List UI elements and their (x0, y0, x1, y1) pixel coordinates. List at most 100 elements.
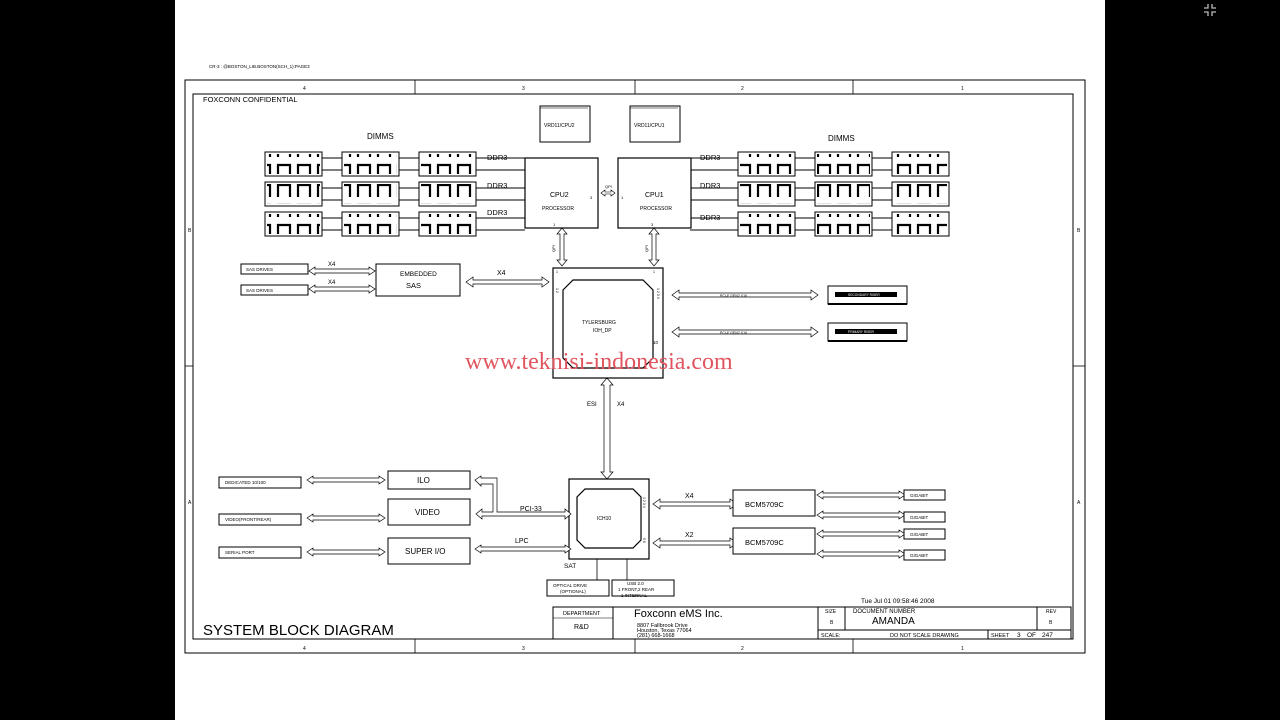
svg-text:VRD11/CPU1: VRD11/CPU1 (634, 123, 665, 129)
svg-text:SUPER I/O: SUPER I/O (405, 547, 445, 556)
ich-name: ICH10 (597, 516, 611, 522)
svg-text:1 FRONT,2 REAR: 1 FRONT,2 REAR (618, 587, 655, 592)
svg-text:BCM5709C: BCM5709C (745, 500, 784, 509)
dimm-slots-icon (817, 154, 870, 174)
ddr3-label-left-1: DDR3 (487, 153, 507, 162)
svg-text:SAS: SAS (406, 281, 421, 290)
vrd-cpu2-box: VRD11/CPU2 (539, 105, 591, 143)
zone-col-1-bottom: 1 (961, 646, 964, 652)
svg-text:PCI-E GEN2 X16: PCI-E GEN2 X16 (720, 331, 747, 335)
svg-text:PRIMARY RISER: PRIMARY RISER (848, 330, 875, 334)
ich10-chip: ICH10 1 2 3 4 5 6 (568, 478, 650, 560)
lpc-bus-arrow: LPC (474, 538, 572, 554)
dimm-slots-icon (267, 184, 320, 204)
zone-row-b-right: B (1077, 228, 1081, 234)
svg-text:GIGABIT: GIGABIT (910, 515, 929, 520)
zone-col-3-bottom: 3 (522, 646, 525, 652)
svg-text:DEDICATED 10/100: DEDICATED 10/100 (225, 480, 266, 485)
schematic-sheet: CR-3 : @BOSTON_LIB.BOSTON(SCH_1):PAGE3 4… (175, 0, 1105, 720)
embedded-sas-box: EMBEDDED SAS (375, 263, 461, 297)
print-date: Tue Jul 01 09:58:46 2008 (861, 598, 935, 605)
ddr3-label-right-1: DDR3 (700, 153, 720, 162)
svg-text:VIDEO: VIDEO (415, 508, 440, 517)
nic2-link-arrow: X2 (652, 532, 738, 549)
sheet-value: 3 (1017, 632, 1021, 639)
path-note: CR-3 : @BOSTON_LIB.BOSTON(SCH_1):PAGE3 (209, 64, 310, 69)
sas-link-arrow-2: X4 (308, 280, 376, 294)
svg-text:PCI-E GEN2 X16: PCI-E GEN2 X16 (720, 294, 747, 298)
svg-text:5 6: 5 6 (642, 538, 646, 543)
dimm-slots-icon (817, 184, 870, 204)
svg-text:BCM5709C: BCM5709C (745, 538, 784, 547)
svg-text:1: 1 (621, 195, 624, 200)
svg-text:OPTICAL DRIVE: OPTICAL DRIVE (553, 583, 587, 588)
title-block: DEPARTMENT R&D Foxconn eMS Inc. 8807 Fal… (552, 606, 1072, 640)
cpu2-sub: PROCESSOR (542, 206, 574, 212)
pcie-arrow-primary: PCI-E GEN2 X16 (671, 326, 819, 338)
sas-ioh-link-arrow: X4 (465, 270, 550, 288)
sas-drives-box-1: SAS DRIVES (240, 263, 309, 275)
pcie-arrow-secondary: PCI-E GEN2 X16 (671, 289, 819, 301)
zone-col-4: 4 (303, 86, 306, 92)
svg-text:USB 2.0: USB 2.0 (627, 581, 644, 586)
dimm-slots-icon (344, 184, 397, 204)
gigabit-port-4: GIGABIT (903, 549, 946, 561)
svg-text:ILO: ILO (417, 476, 430, 485)
dimm-slots-icon (267, 154, 320, 174)
gigabit-arrow-3 (816, 529, 906, 539)
svg-text:SERIAL PORT: SERIAL PORT (225, 550, 255, 555)
sheet-total: 247 (1042, 632, 1053, 639)
dimm-slots-icon (740, 184, 793, 204)
svg-text:3: 3 (651, 222, 654, 227)
svg-text:X4: X4 (617, 402, 625, 408)
cpu1-box: CPU1 PROCESSOR 1 3 (617, 157, 692, 229)
sat-label: SAT (564, 563, 576, 570)
dimm-row-2 (690, 181, 950, 207)
video-port-arrow (306, 513, 386, 523)
ddr3-label-right-3: DDR3 (700, 213, 720, 222)
dimm-slots-icon (421, 154, 474, 174)
svg-text:10: 10 (653, 340, 659, 345)
dimm-slots-icon (421, 214, 474, 234)
dimm-slots-icon (344, 214, 397, 234)
svg-text:1: 1 (553, 222, 556, 227)
rev-label: REV (1046, 609, 1057, 615)
cpu2-box: CPU2 PROCESSOR 3 1 (524, 157, 599, 229)
rev-value: B (1049, 620, 1053, 626)
optical-drive-box: OPTICAL DRIVE (OPTIONAL) (546, 579, 610, 597)
ioh-name: TYLERSBURG (582, 320, 616, 326)
collapse-fullscreen-icon[interactable] (1203, 3, 1217, 17)
svg-text:1 2 3 4: 1 2 3 4 (642, 497, 646, 508)
cpu1-ioh-qpi-arrow: QPI (644, 227, 660, 267)
svg-text:GIGABIT: GIGABIT (910, 532, 929, 537)
watermark-text: www.teknisi-indonesia.com (465, 349, 733, 375)
video-port: VIDEO(FRONT/REAR) (218, 513, 302, 526)
company-address-1: 8807 Fallbrook Drive (637, 623, 688, 629)
usb-ports-box: USB 2.0 1 FRONT,2 REAR 1 INTERNAL (611, 579, 675, 598)
svg-text:1 INTERNAL: 1 INTERNAL (621, 593, 648, 598)
svg-text:QPI: QPI (605, 184, 612, 189)
svg-text:SAS DRIVES: SAS DRIVES (246, 267, 273, 272)
company-address-3: (281) 668-1668 (637, 633, 675, 639)
superio-box: SUPER I/O (387, 537, 471, 565)
gigabit-port-1: GIGABIT (903, 489, 946, 501)
size-label: SIZE (825, 609, 837, 615)
ddr3-label-left-3: DDR3 (487, 208, 507, 217)
gigabit-arrow-1 (816, 490, 906, 500)
dimm-slots-icon (344, 154, 397, 174)
vrd-cpu1-box: VRD11/CPU1 (629, 105, 681, 143)
docnum-value: AMANDA (872, 616, 915, 627)
dimms-label-left: DIMMS (367, 132, 394, 141)
ilo-box: ILO (387, 470, 471, 490)
dimm-slots-icon (894, 214, 947, 234)
dimm-row-1 (264, 151, 525, 177)
cpu2-name: CPU2 (550, 192, 569, 199)
svg-text:SECONDARY RISER: SECONDARY RISER (848, 293, 880, 297)
svg-text:QPI: QPI (551, 245, 556, 252)
cpu-qpi-link-arrow: QPI (600, 184, 616, 197)
svg-text:3: 3 (590, 195, 593, 200)
svg-text:PCI-33: PCI-33 (520, 506, 542, 513)
primary-riser-slot: PRIMARY RISER (827, 322, 908, 342)
dimm-bank-left (264, 151, 525, 237)
block-diagram: CR-3 : @BOSTON_LIB.BOSTON(SCH_1):PAGE3 4… (184, 64, 1086, 654)
